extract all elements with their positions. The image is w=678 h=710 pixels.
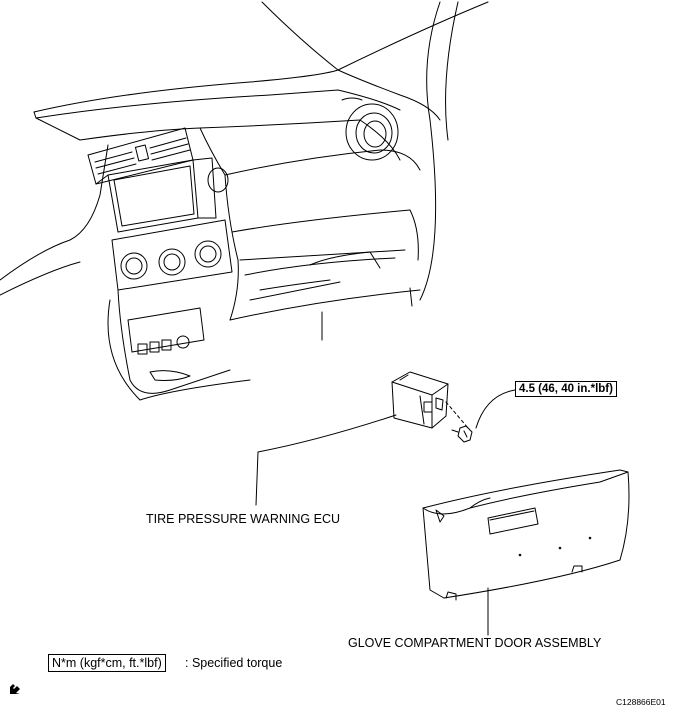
glove-box-label: GLOVE COMPARTMENT DOOR ASSEMBLY — [348, 636, 602, 650]
torque-spec-callout: 4.5 (46, 40 in.*lbf) — [515, 381, 617, 397]
hand-tool-icon — [9, 683, 21, 698]
dashboard-top — [0, 69, 421, 296]
ecu-leader-line — [255, 414, 397, 506]
bolt-alignment-line — [445, 401, 469, 429]
glove-box-opening — [224, 174, 421, 341]
figure-code: C128866E01 — [616, 697, 666, 707]
hvac-knobs — [111, 219, 233, 291]
tire-ecu-label: TIRE PRESSURE WARNING ECU — [146, 512, 341, 526]
torque-unit-legend: N*m (kgf*cm, ft.*lbf) — [48, 654, 166, 672]
center-stack-lower — [107, 289, 251, 401]
glove-compartment-drawing — [422, 469, 630, 601]
windshield-lines — [261, 1, 489, 301]
side-air-vent — [341, 97, 399, 161]
torque-legend-description: : Specified torque — [185, 656, 283, 670]
torque-leader-line — [475, 389, 516, 429]
center-console-upper — [87, 127, 217, 233]
small-knob — [207, 167, 229, 193]
bolt-icon — [451, 425, 473, 443]
tire-pressure-ecu-drawing — [391, 371, 449, 429]
